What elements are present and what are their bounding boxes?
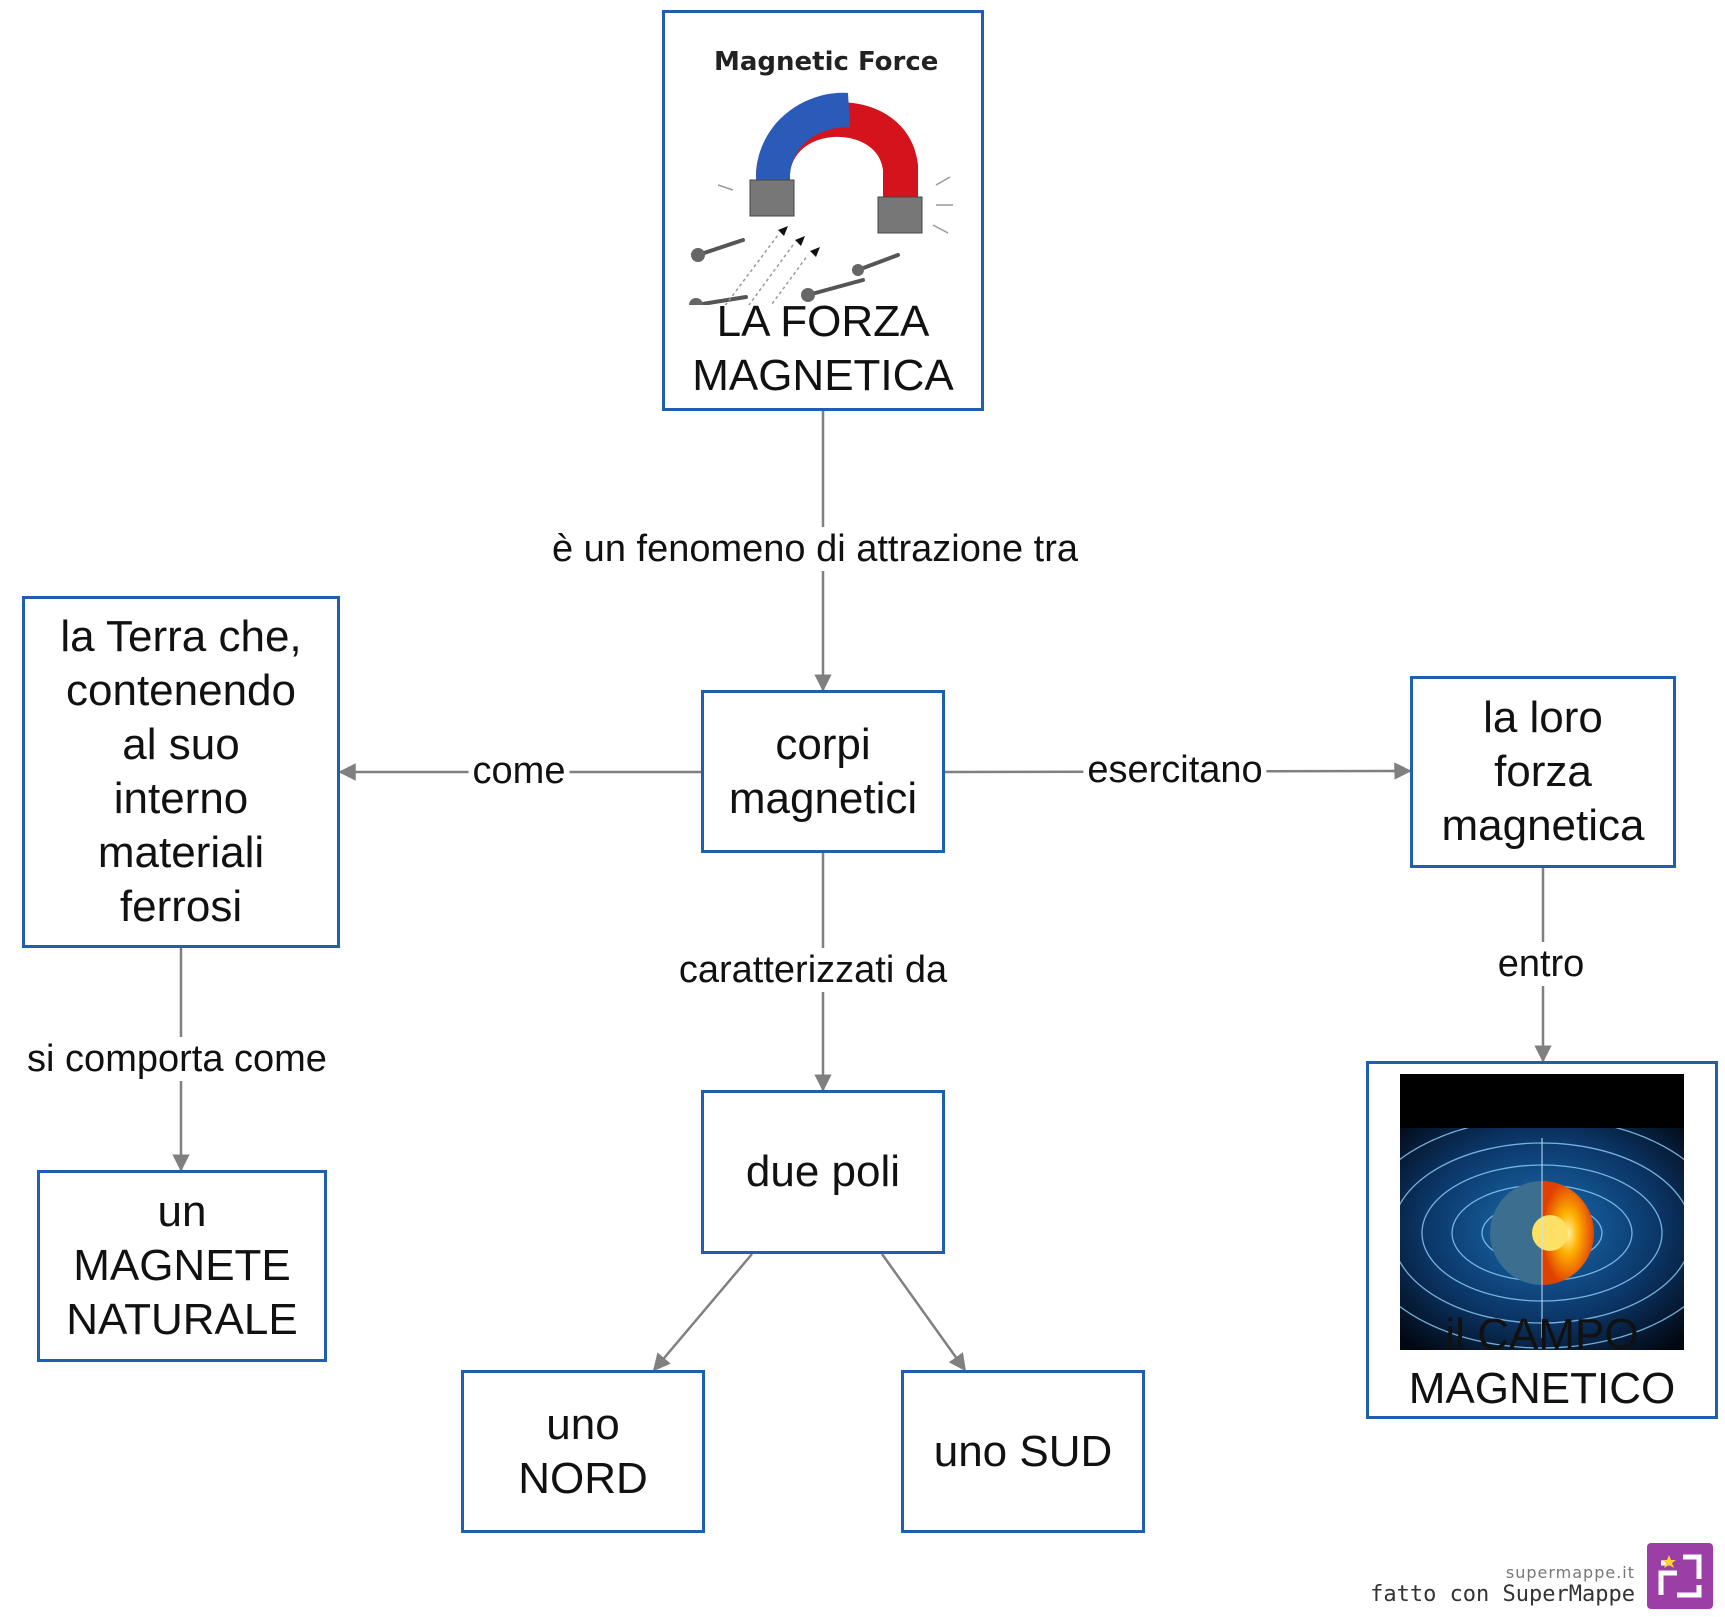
node-nord[interactable]: uno NORD <box>461 1370 705 1533</box>
edge-label-attrazione: è un fenomeno di attrazione tra <box>547 527 1083 571</box>
node-forza-label: LA FORZA MAGNETICA <box>692 297 954 400</box>
node-campo-label: il CAMPO MAGNETICO <box>1408 1310 1676 1413</box>
edge-label-comporta: si comporta come <box>23 1037 331 1081</box>
node-loro-forza[interactable]: la loro forza magnetica <box>1410 676 1676 868</box>
node-due-poli[interactable]: due poli <box>701 1090 945 1254</box>
edge-label-come: come <box>468 749 570 793</box>
footer-made-with: fatto con SuperMappe <box>1370 1582 1635 1607</box>
supermappe-logo-icon <box>1647 1543 1713 1609</box>
node-nord-label: uno NORD <box>518 1399 648 1503</box>
node-campo-magnetico[interactable]: il CAMPO MAGNETICO <box>1356 1061 1725 1419</box>
edge-nord <box>652 1253 753 1372</box>
node-corpi-magnetici[interactable]: corpi magnetici <box>701 690 945 853</box>
node-loro-forza-label: la loro forza magnetica <box>1441 693 1645 850</box>
node-sud[interactable]: uno SUD <box>901 1370 1145 1533</box>
earth-field-illustration <box>1356 1074 1725 1350</box>
node-poli-label: due poli <box>745 1147 901 1196</box>
node-magnete-label: un MAGNETE NATURALE <box>66 1187 298 1344</box>
illustration-title: Magnetic Force <box>714 47 939 77</box>
horseshoe-magnet-icon <box>689 92 953 305</box>
edge-label-caratterizzati: caratterizzati da <box>674 948 952 992</box>
edge-label-esercitano: esercitano <box>1083 748 1267 792</box>
node-terra[interactable]: la Terra che, contenendo al suo interno … <box>22 596 340 948</box>
footer-site[interactable]: supermappe.it <box>1505 1563 1635 1582</box>
node-terra-label: la Terra che, contenendo al suo interno … <box>60 612 302 931</box>
edge-sud <box>880 1253 967 1372</box>
footer-credit: supermappe.it fatto con SuperMappe <box>1370 1563 1635 1607</box>
edge-label-entro: entro <box>1493 942 1589 986</box>
node-sud-label: uno SUD <box>933 1426 1113 1476</box>
node-corpi-label: corpi magnetici <box>728 719 918 823</box>
magnet-illustration: Magnetic Force <box>678 25 968 305</box>
node-forza-magnetica[interactable]: Magnetic Force <box>662 10 984 411</box>
node-magnete-naturale[interactable]: un MAGNETE NATURALE <box>37 1170 327 1362</box>
